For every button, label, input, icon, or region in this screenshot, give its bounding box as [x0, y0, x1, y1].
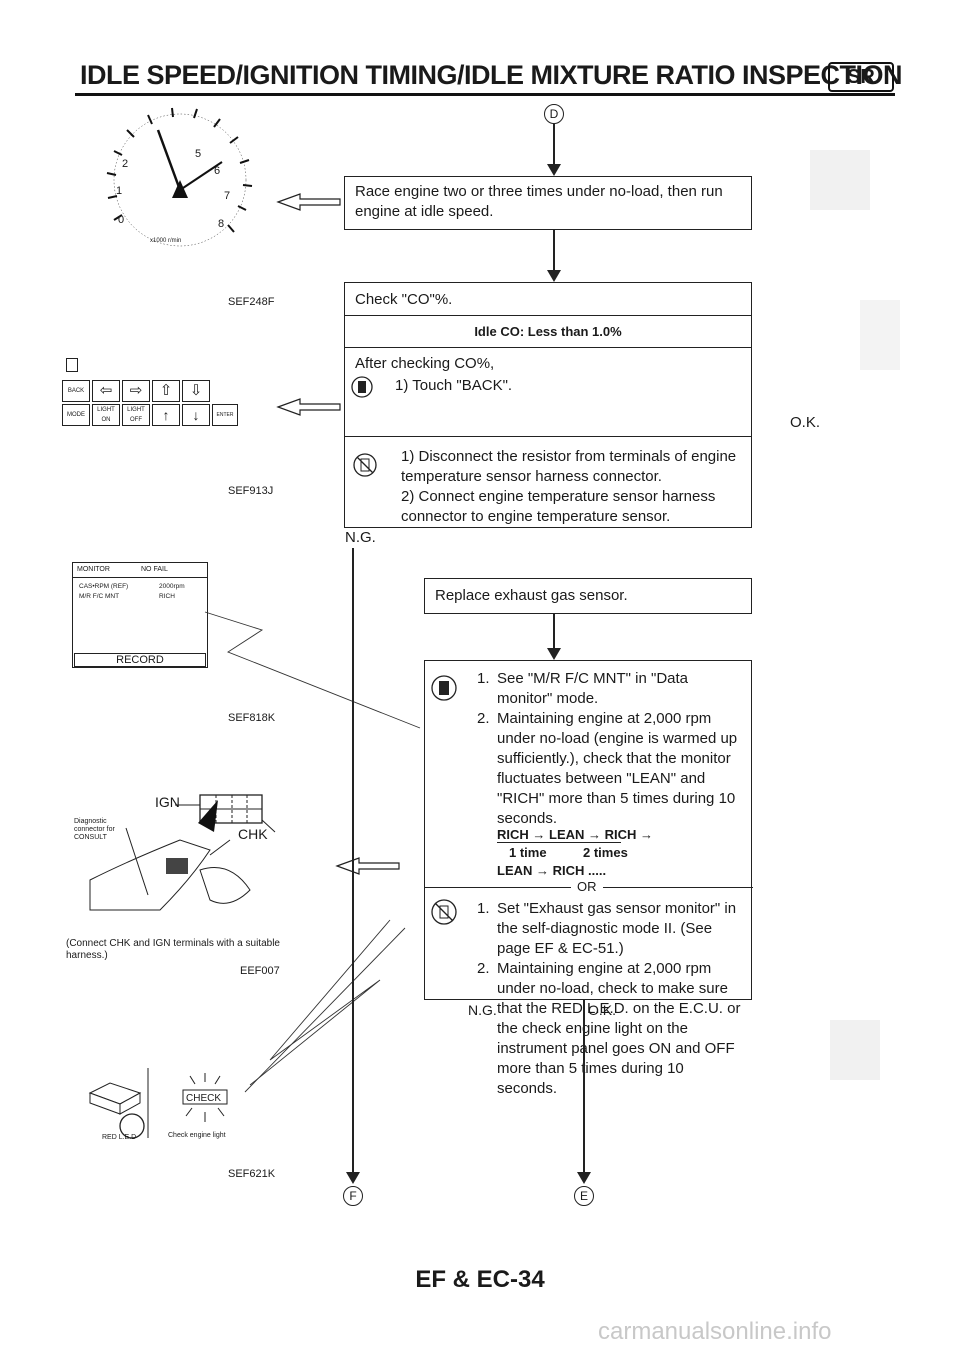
arrow-down-icon [547, 270, 561, 282]
light-on-key: LIGHT ON [92, 404, 120, 426]
led-figure [88, 1068, 228, 1139]
ng-label: N.G. [468, 1002, 497, 1018]
ghost-mark [860, 300, 900, 370]
ghost-mark [810, 150, 870, 210]
arrow-down-icon [547, 164, 561, 176]
step4-item: 1.See "M/R F/C MNT" in "Data monitor" mo… [477, 670, 689, 707]
page-title: IDLE SPEED/IGNITION TIMING/IDLE MIXTURE … [80, 60, 903, 90]
dial-label: 6 [214, 165, 221, 177]
keypad-figure: BACK ⇦ ⇨ ⇧ ⇩ MODE LIGHT ON LIGHT OFF ↑ ↓… [62, 380, 238, 430]
step2-box: Check "CO"%. Idle CO: Less than 1.0% Aft… [344, 282, 752, 528]
dial-label: 1 [116, 185, 123, 197]
step4-item: 2.Maintaining engine at 2,000 rpm under … [477, 710, 738, 827]
no-tools-icon [431, 899, 457, 925]
arrow-up-key: ↑ [152, 404, 180, 426]
arrow-left-icon [276, 398, 341, 416]
down-key: ⇩ [182, 380, 210, 402]
figure-code: EEF007 [240, 965, 280, 977]
cycle-line2: LEAN → RICH ..... [497, 863, 607, 878]
figure-code: SEF818K [228, 712, 276, 724]
up-key: ⇧ [152, 380, 180, 402]
cycle-count-2: 2 times [583, 845, 628, 860]
title-rule [75, 93, 895, 96]
step2-alt1: 1) Disconnect the resistor from terminal… [401, 448, 737, 485]
step2-alt2: 2) Connect engine temperature sensor har… [401, 488, 716, 525]
step4-alt-item: 2.Maintaining engine at 2,000 rpm under … [477, 960, 741, 1097]
monitor-row-label: M/R F/C MNT [79, 593, 120, 600]
ghost-mark [830, 1020, 880, 1080]
consult-icon [431, 675, 457, 701]
step2-touch: 1) Touch "BACK". [395, 377, 513, 394]
dial-label: 7 [224, 190, 231, 202]
step1-box: Race engine two or three times under no-… [344, 176, 752, 230]
monitor-row-value: RICH [159, 593, 175, 600]
connector-f: F [343, 1186, 363, 1206]
dial-label: 2 [122, 158, 129, 170]
monitor-row-value: 2000rpm [159, 583, 185, 590]
cycle-count-1: 1 time [509, 845, 547, 860]
check-light-label: Check engine light [168, 1132, 226, 1139]
light-off-key: LIGHT OFF [122, 404, 150, 426]
step2-title: Check "CO"%. [355, 291, 453, 308]
check-label: CHECK [186, 1093, 222, 1104]
arrow-left-icon [335, 857, 400, 875]
step4-alt-item: 1.Set "Exhaust gas sensor monitor" in th… [477, 900, 737, 957]
chk-label: CHK [238, 826, 268, 842]
ok-label: O.K. [790, 414, 821, 431]
plug-icon [66, 358, 78, 372]
connector-figure [89, 794, 276, 911]
watermark: carmanualsonline.info [598, 1318, 832, 1345]
arrow-down-icon [547, 648, 561, 660]
consult-icon [351, 376, 373, 398]
monitor-screen: MONITOR NO FAIL CAS•RPM (REF) 2000rpm M/… [72, 562, 208, 668]
monitor-header-right: NO FAIL [141, 566, 168, 573]
section-badge: SR [828, 62, 894, 92]
left-key: ⇦ [92, 380, 120, 402]
red-led-label: RED L.E.D [102, 1134, 137, 1141]
page-number: EF & EC-34 [415, 1266, 545, 1293]
connector-e: E [574, 1186, 594, 1206]
step2-after: After checking CO%, [355, 355, 495, 372]
dial-label: 0 [118, 214, 125, 226]
monitor-row-label: CAS•RPM (REF) [79, 583, 129, 590]
mode-key: MODE [62, 404, 90, 426]
ok-label: O.K. [588, 1002, 617, 1018]
cycle-line: RICH → LEAN → RICH → [497, 827, 653, 842]
figure-code: SEF248F [228, 296, 275, 308]
step1-text: Race engine two or three times under no-… [355, 183, 723, 220]
no-tools-icon [353, 453, 377, 477]
connector-caption: (Connect CHK and IGN terminals with a su… [66, 938, 280, 961]
arrow-down-key: ↓ [182, 404, 210, 426]
dial-label: 5 [195, 148, 202, 160]
record-button: RECORD [74, 653, 206, 667]
dial-unit: x1000 r/min [150, 238, 182, 244]
back-key: BACK [62, 380, 90, 402]
or-label: OR [571, 877, 603, 897]
right-key: ⇨ [122, 380, 150, 402]
tachometer-figure [106, 107, 253, 247]
step4-box: 1.See "M/R F/C MNT" in "Data monitor" mo… [424, 660, 753, 1097]
arrow-down-icon [346, 1172, 360, 1184]
ign-label: IGN [155, 794, 180, 810]
arrow-left-icon [276, 193, 341, 211]
enter-key: ENTER [212, 404, 238, 426]
figure-code: SEF913J [228, 485, 274, 497]
dial-label: 8 [218, 218, 225, 230]
diag-label: Diagnostic connector for CONSULT [74, 818, 115, 841]
step3-box: Replace exhaust gas sensor. [424, 578, 752, 614]
step3-text: Replace exhaust gas sensor. [435, 587, 628, 604]
ng-label: N.G. [345, 529, 376, 546]
connector-d: D [544, 104, 564, 124]
step2-spec: Idle CO: Less than 1.0% [345, 315, 751, 347]
arrow-down-icon [577, 1172, 591, 1184]
figure-code: SEF621K [228, 1168, 276, 1180]
monitor-header-left: MONITOR [77, 566, 110, 573]
